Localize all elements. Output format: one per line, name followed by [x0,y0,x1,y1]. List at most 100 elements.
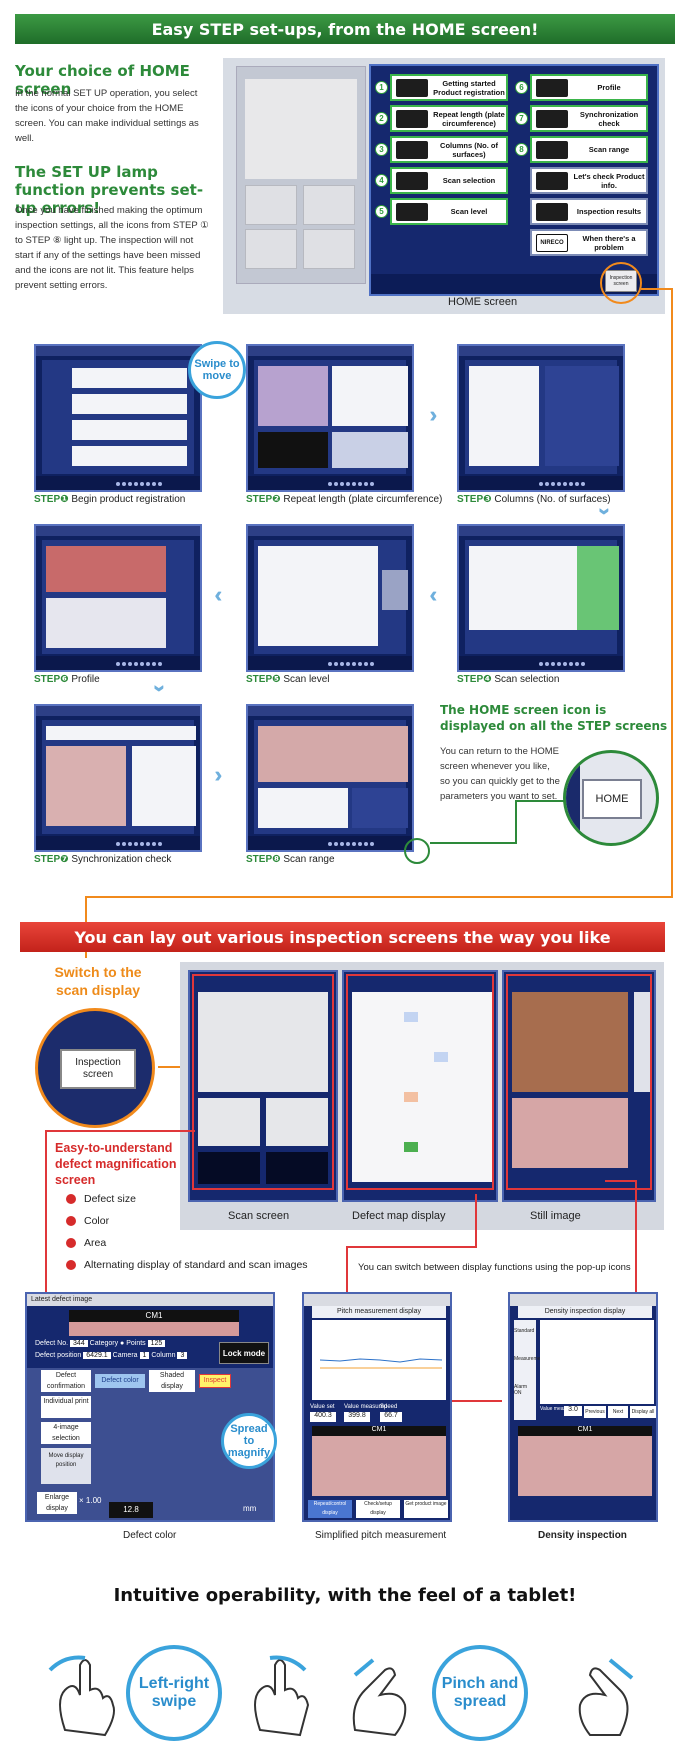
preview-cell [303,229,355,269]
inspection-screen-button[interactable]: Inspection screen [60,1049,136,1089]
home-btn-results[interactable]: Inspection results [530,198,648,225]
defect-confirmation-button[interactable]: Defect confirmation [41,1370,91,1392]
step-4-screen[interactable] [457,524,625,672]
home-icon-title: The HOME screen icon is displayed on all… [440,703,668,733]
scan-selection-icon [396,171,428,190]
image-selection-button[interactable]: 4-image selection [41,1422,91,1444]
defect-color-screen[interactable]: Latest defect image CM1 Defect No. 344 C… [25,1292,275,1522]
pitch-image [312,1436,446,1496]
step-2-screen[interactable] [246,344,414,492]
step-8-screen[interactable] [246,704,414,852]
inspection-screens-panel [180,962,664,1230]
defect-screen-title: Latest defect image [27,1294,273,1306]
step-5-screen[interactable] [246,524,414,672]
density-side-panel: Standard Measurement Alarm ON [514,1320,545,1420]
defect-color-button[interactable]: Defect color [95,1374,145,1388]
defect-map-screen[interactable] [342,970,498,1202]
lower-banner: You can lay out various inspection scree… [20,922,665,952]
connector-line [515,800,565,802]
display-all-button[interactable]: Display all [630,1406,656,1418]
step-6-screen[interactable] [34,524,202,672]
product-info-icon [536,171,568,190]
defect-bullets: Defect size Color Area Alternating displ… [66,1188,308,1276]
preview-cell [303,185,355,225]
connector-line [671,288,673,898]
connector-line [641,288,673,290]
defect-position-row: Defect position 6429.1 Camera 1 Column 3 [35,1352,215,1364]
easy-title: Easy-to-understand defect magnification … [55,1141,177,1187]
speed-value: 66.7 [380,1412,402,1422]
defect-map-caption: Defect map display [352,1210,446,1222]
step-8-label: STEP❽ Scan range [246,854,335,865]
home-button[interactable]: HOME [582,779,642,819]
step-2-label: STEP❷ Repeat length (plate circumference… [246,494,443,505]
density-inspection-screen[interactable]: Density inspection display Standard Meas… [508,1292,658,1522]
scan-range-icon [536,140,568,159]
connector-line [346,1246,348,1292]
connector-line [158,1066,180,1068]
step-4-label: STEP❹ Scan selection [457,674,560,685]
previous-button[interactable]: Previous [584,1406,606,1418]
value-set-label: Value set [310,1404,335,1410]
step-1-screen[interactable] [34,344,202,492]
step-3-screen[interactable] [457,344,625,492]
density-value-label: Value measured [540,1406,577,1412]
pitch-measurement-screen[interactable]: Pitch measurement display Value set 400.… [302,1292,452,1522]
bullet-item: Color [66,1210,308,1232]
scan-level-icon [396,202,428,221]
lamp-title: The SET UP lamp function prevents set-up… [15,163,204,217]
step-5-label: STEP❺ Scan level [246,674,330,685]
home-btn-product-info[interactable]: Let's check Product info. [530,167,648,194]
pinch-spread-badge: Pinch and spread [432,1645,528,1741]
pitch-title [304,1294,450,1306]
top-banner: Easy STEP set-ups, from the HOME screen! [15,14,675,44]
get-product-image-button[interactable]: Get product image [404,1500,448,1518]
defect-info-row: Defect No. 344 Category ● Points 125 [35,1340,269,1362]
hand-swipe-icon [48,1655,115,1737]
pitch-header: Pitch measurement display [312,1306,446,1318]
next-button[interactable]: Next [608,1406,628,1418]
choice-title: Your choice of HOME screen [15,62,190,98]
scan-screen-caption: Scan screen [228,1210,290,1222]
step-3-label: STEP❸ Columns (No. of surfaces) [457,494,611,505]
enlarge-display-button[interactable]: Enlarge display [37,1492,77,1514]
still-image-screen[interactable] [502,970,656,1202]
connector-line [45,1130,195,1132]
check-setup-button[interactable]: Check/setup display [356,1500,400,1518]
density-header: Density inspection display [518,1306,652,1318]
pitch-chart [312,1320,446,1400]
size-unit: mm [243,1504,257,1513]
shaded-display-button[interactable]: Shaded display [149,1370,195,1392]
defect-color-caption: Defect color [123,1530,177,1541]
hand-swipe-icon [254,1655,310,1737]
enlarge-value: × 1.00 [79,1496,102,1505]
individual-print-button[interactable]: Individual print [41,1396,91,1418]
defect-strip [69,1322,239,1336]
repeat-control-button[interactable]: Repeat/control display [308,1500,352,1518]
step-7-screen[interactable] [34,704,202,852]
inspect-button[interactable]: Inspect [199,1374,231,1388]
lock-mode-button[interactable]: Lock mode [219,1342,269,1364]
density-titlebar [510,1294,656,1306]
hand-pinch-icon [352,1658,407,1737]
scan-screen[interactable] [188,970,338,1202]
choice-text: In the normal SET UP operation, you sele… [15,88,199,144]
nireco-logo: NIRECO [536,233,568,252]
connector-line [635,1180,637,1292]
value-set: 400.3 [310,1412,336,1422]
density-caption: Density inspection [538,1530,627,1541]
move-display-button[interactable]: Move display position [41,1448,91,1484]
defect-size-value: 12.8 [109,1502,153,1518]
home-zoom-circle: HOME [563,750,659,846]
hand-spread-icon [578,1658,634,1736]
